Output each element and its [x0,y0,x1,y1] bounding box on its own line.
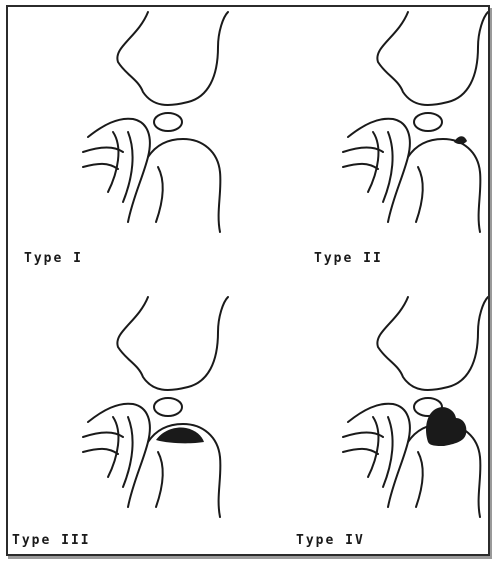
label-type-iii: Type III [12,533,91,548]
lesion-large [426,407,466,446]
panel-type-iv [343,297,488,517]
label-type-iv: Type IV [296,533,365,548]
label-type-ii: Type II [314,251,383,266]
lesion-medium [156,428,204,444]
panel-type-i [83,12,228,232]
label-type-i: Type I [24,251,83,266]
panel-type-iii [83,297,228,517]
panel-type-ii [343,12,488,232]
diagram-frame: Type I Type II Type III Type IV [6,5,490,556]
wrist-anatomy-diagram [8,7,490,556]
lesion-small [454,136,467,144]
